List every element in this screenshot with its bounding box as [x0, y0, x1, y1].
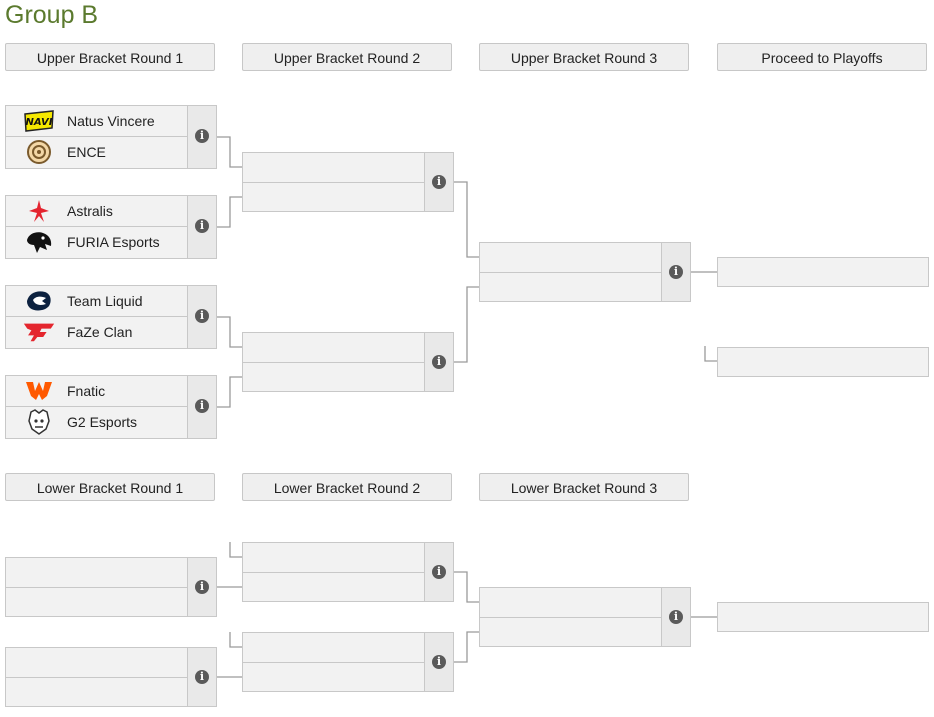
upper-round1-match-4: Fnatic G2 Esports i — [5, 375, 217, 439]
playoffs-slot-2[interactable] — [717, 347, 929, 377]
lower-round1-match-2: i — [5, 647, 217, 707]
team-name: FURIA Esports — [67, 234, 160, 250]
navi-logo-icon: NAVI — [23, 109, 55, 133]
upper-round2-match-1: i — [242, 152, 454, 212]
team-slot-empty[interactable] — [243, 183, 425, 211]
team-slot-empty[interactable] — [243, 543, 425, 573]
team-name: FaZe Clan — [67, 324, 133, 340]
match-info-column: i — [187, 106, 216, 168]
lower-round2-match-1: i — [242, 542, 454, 602]
header-lower-round-2: Lower Bracket Round 2 — [242, 473, 452, 501]
upper-round3-match-1: i — [479, 242, 691, 302]
team-slot-empty[interactable] — [243, 333, 425, 363]
info-icon[interactable]: i — [432, 175, 446, 189]
team-slot-empty[interactable] — [6, 588, 188, 616]
team-slot[interactable]: FaZe Clan — [6, 317, 188, 348]
team-slot[interactable]: ENCE — [6, 137, 188, 168]
match-info-column: i — [661, 243, 690, 301]
header-lower-round-1: Lower Bracket Round 1 — [5, 473, 215, 501]
team-name: Fnatic — [67, 383, 106, 399]
info-icon[interactable]: i — [432, 565, 446, 579]
group-title: Group B — [5, 1, 99, 29]
faze-logo-icon — [23, 320, 55, 344]
fnatic-logo-icon — [23, 379, 55, 403]
team-slot[interactable]: FURIA Esports — [6, 227, 188, 258]
team-slot[interactable]: Astralis — [6, 196, 188, 227]
match-info-column: i — [424, 333, 453, 391]
upper-round1-match-1: NAVI Natus Vincere ENCE i — [5, 105, 217, 169]
liquid-logo-icon — [23, 289, 55, 313]
astralis-logo-icon — [23, 199, 55, 223]
team-slot[interactable]: NAVI Natus Vincere — [6, 106, 188, 137]
team-name: Astralis — [67, 203, 113, 219]
match-info-column: i — [661, 588, 690, 646]
info-icon[interactable]: i — [195, 580, 209, 594]
team-slot-empty[interactable] — [480, 243, 662, 273]
lower-round2-match-2: i — [242, 632, 454, 692]
header-upper-round-2: Upper Bracket Round 2 — [242, 43, 452, 71]
info-icon[interactable]: i — [195, 670, 209, 684]
g2-logo-icon — [23, 409, 55, 435]
match-info-column: i — [187, 648, 216, 706]
info-icon[interactable]: i — [195, 399, 209, 413]
upper-round2-match-2: i — [242, 332, 454, 392]
team-slot-empty[interactable] — [243, 633, 425, 663]
match-info-column: i — [187, 558, 216, 616]
team-name: ENCE — [67, 144, 106, 160]
team-slot-empty[interactable] — [243, 663, 425, 691]
match-info-column: i — [187, 286, 216, 348]
team-slot-empty[interactable] — [6, 648, 188, 678]
team-slot-empty[interactable] — [243, 573, 425, 601]
team-slot-empty[interactable] — [6, 558, 188, 588]
team-name: Team Liquid — [67, 293, 143, 309]
svg-text:NAVI: NAVI — [26, 117, 53, 128]
team-name: Natus Vincere — [67, 113, 155, 129]
info-icon[interactable]: i — [669, 610, 683, 624]
playoffs-slot-1[interactable] — [717, 257, 929, 287]
team-slot-empty[interactable] — [480, 618, 662, 646]
ence-logo-icon — [23, 140, 55, 164]
team-slot-empty[interactable] — [6, 678, 188, 706]
match-info-column: i — [424, 543, 453, 601]
header-upper-round-3: Upper Bracket Round 3 — [479, 43, 689, 71]
team-slot-empty[interactable] — [243, 363, 425, 391]
team-slot[interactable]: Team Liquid — [6, 286, 188, 317]
furia-logo-icon — [23, 230, 55, 254]
header-proceed-to-playoffs: Proceed to Playoffs — [717, 43, 927, 71]
info-icon[interactable]: i — [432, 655, 446, 669]
lower-round3-match-1: i — [479, 587, 691, 647]
team-slot[interactable]: Fnatic — [6, 376, 188, 407]
info-icon[interactable]: i — [432, 355, 446, 369]
team-slot-empty[interactable] — [243, 153, 425, 183]
upper-round1-match-3: Team Liquid FaZe Clan i — [5, 285, 217, 349]
team-name: G2 Esports — [67, 414, 138, 430]
match-info-column: i — [187, 196, 216, 258]
team-slot[interactable]: G2 Esports — [6, 407, 188, 438]
lower-round1-match-1: i — [5, 557, 217, 617]
team-slot-empty[interactable] — [480, 273, 662, 301]
upper-round1-match-2: Astralis FURIA Esports i — [5, 195, 217, 259]
team-slot-empty[interactable] — [480, 588, 662, 618]
info-icon[interactable]: i — [195, 219, 209, 233]
header-lower-round-3: Lower Bracket Round 3 — [479, 473, 689, 501]
match-info-column: i — [424, 633, 453, 691]
header-upper-round-1: Upper Bracket Round 1 — [5, 43, 215, 71]
match-info-column: i — [424, 153, 453, 211]
match-info-column: i — [187, 376, 216, 438]
info-icon[interactable]: i — [669, 265, 683, 279]
info-icon[interactable]: i — [195, 129, 209, 143]
lower-final-slot[interactable] — [717, 602, 929, 632]
info-icon[interactable]: i — [195, 309, 209, 323]
